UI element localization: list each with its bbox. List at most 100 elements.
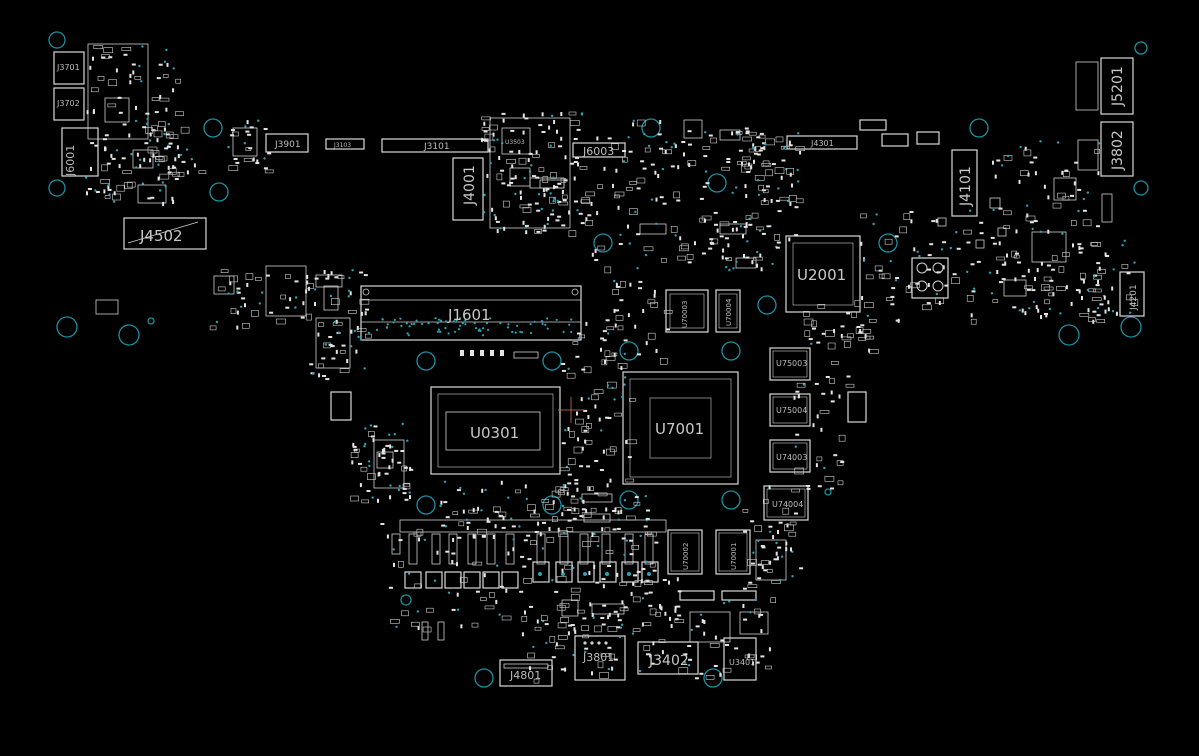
smd-part <box>812 423 815 428</box>
smd-part <box>756 153 761 156</box>
smd-part <box>655 611 661 617</box>
smd-part <box>760 147 765 150</box>
smd-part <box>574 482 579 485</box>
smd-part <box>1014 277 1017 282</box>
smd-part <box>361 499 370 504</box>
smd-part <box>126 181 136 188</box>
smd-part <box>619 626 623 629</box>
via <box>464 319 467 322</box>
smd-part <box>860 213 867 219</box>
smd-part <box>556 576 567 583</box>
smd-part <box>789 172 792 177</box>
smd-part <box>585 191 595 197</box>
smd-part <box>976 260 981 263</box>
smd-part <box>951 277 960 285</box>
smd-part <box>172 67 175 70</box>
smd-part <box>770 597 777 604</box>
u2001-chip <box>785 235 949 313</box>
smd-part <box>726 257 733 262</box>
smd-part <box>701 252 706 255</box>
smd-part <box>719 672 722 677</box>
smd-part <box>775 246 780 249</box>
smd-part <box>754 598 758 602</box>
smd-part <box>569 120 580 126</box>
smd-part <box>607 667 611 671</box>
smd-part <box>577 332 581 335</box>
label-u75003: U75003 <box>776 359 807 368</box>
smd-part <box>605 416 610 419</box>
smd-part <box>1036 268 1039 273</box>
smd-part <box>701 215 712 221</box>
smd-part <box>747 558 757 566</box>
label-j3701: J3701 <box>56 63 80 72</box>
smd-part <box>869 349 879 354</box>
smd-part <box>359 338 363 341</box>
smd-part <box>540 207 543 211</box>
smd-part <box>518 149 521 154</box>
smd-part <box>501 526 506 529</box>
via <box>464 323 467 326</box>
smd-part <box>161 181 164 184</box>
smd-part <box>230 308 237 314</box>
smd-part <box>560 178 567 183</box>
smd-part <box>265 274 270 277</box>
smd-part <box>674 608 677 613</box>
smd-part <box>765 185 770 188</box>
smd-part <box>963 229 972 235</box>
smd-part <box>709 642 720 648</box>
smd-part <box>164 147 169 150</box>
smd-part <box>737 161 747 165</box>
label-j3901: J3901 <box>274 140 301 150</box>
smd-part <box>791 575 794 578</box>
smd-part <box>577 162 579 167</box>
smd-part <box>132 70 135 75</box>
smd-part <box>363 367 366 370</box>
smd-part <box>1096 314 1101 317</box>
smd-part <box>637 353 641 356</box>
smd-part <box>371 496 374 499</box>
smd-part <box>632 596 641 603</box>
smd-part <box>627 439 637 445</box>
smd-part <box>754 152 758 155</box>
smd-part <box>623 553 626 556</box>
smd-part <box>721 255 724 260</box>
smd-part <box>728 600 731 603</box>
smd-part <box>121 157 126 160</box>
smd-part <box>1091 297 1102 301</box>
smd-part <box>401 610 409 617</box>
smd-part <box>593 389 604 395</box>
smd-part <box>115 68 118 73</box>
smd-part <box>165 131 174 139</box>
smd-part <box>746 171 751 173</box>
smd-part <box>169 134 179 139</box>
smd-part <box>402 492 407 495</box>
smd-part <box>583 409 588 412</box>
smd-part <box>393 433 396 436</box>
smd-part <box>628 150 633 153</box>
smd-part <box>619 581 628 586</box>
smd-part <box>622 150 627 152</box>
smd-part <box>418 537 420 542</box>
smd-part <box>760 655 765 658</box>
smd-part <box>665 140 668 144</box>
smd-part <box>709 238 714 241</box>
smd-part <box>165 48 168 52</box>
smd-part <box>524 117 529 120</box>
smd-part <box>481 127 490 131</box>
smd-part <box>565 465 569 468</box>
smd-part <box>808 338 813 341</box>
smd-part <box>591 394 599 401</box>
smd-part <box>544 623 549 626</box>
smd-part <box>609 478 612 483</box>
smd-part <box>632 628 641 632</box>
smd-part <box>872 222 875 226</box>
smd-part <box>806 485 811 487</box>
smd-part <box>582 499 585 504</box>
smd-part <box>553 185 555 190</box>
smd-part <box>380 523 385 525</box>
smd-part <box>309 363 314 366</box>
smd-part <box>777 187 780 190</box>
smd-part <box>992 160 994 165</box>
smd-part <box>245 147 252 151</box>
